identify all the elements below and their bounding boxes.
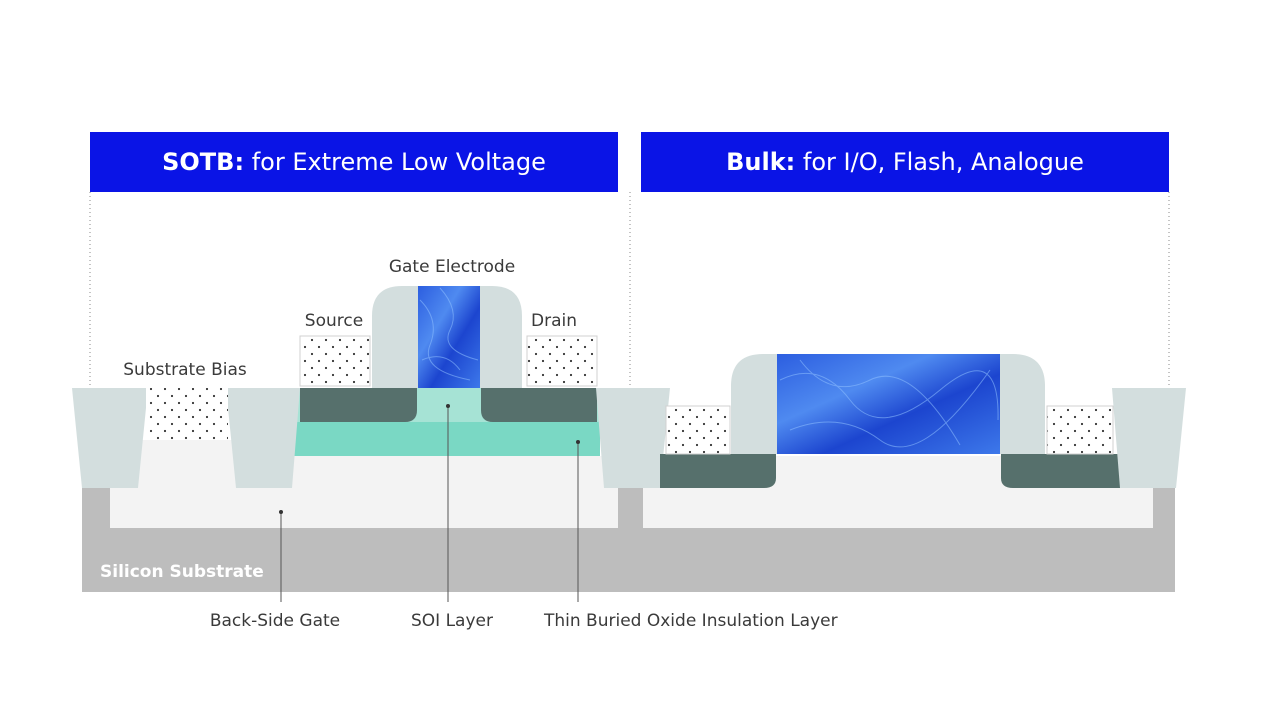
thin-buried-oxide-layer: [294, 420, 600, 456]
gate-spacer-left: [372, 286, 418, 388]
source-label: Source: [305, 311, 363, 331]
panel-guides: [89, 192, 1170, 388]
sotb-header-text: SOTB: for Extreme Low Voltage: [162, 148, 546, 176]
sti-block-4: [1112, 388, 1186, 488]
bulk-gate-spacer-left: [731, 354, 777, 454]
leader-dots: [279, 404, 580, 514]
sotb-drain-region: [481, 388, 597, 422]
bulk-header-bar: [641, 132, 1169, 192]
gate-electrode-label: Gate Electrode: [389, 257, 515, 277]
soi-layer-label: SOI Layer: [411, 611, 493, 631]
sti-block-3: [596, 388, 670, 488]
sti-block-2: [226, 388, 300, 488]
sotb-gate-texture: [419, 287, 479, 381]
bulk-gate-electrode: [777, 354, 1000, 454]
gate-spacer-right: [480, 286, 522, 388]
thin-buried-oxide-label: Thin Buried Oxide Insulation Layer: [543, 611, 838, 631]
sotb-header-bar: [90, 132, 618, 192]
bulk-drain-contact: [1046, 405, 1114, 455]
bulk-source-region: [660, 454, 776, 488]
drain-label: Drain: [531, 311, 577, 331]
silicon-substrate: [82, 488, 1175, 592]
sotb-header: SOTB: for Extreme Low Voltage: [90, 132, 618, 192]
bulk-header-rest: for I/O, Flash, Analogue: [795, 148, 1084, 176]
bulk-header-text: Bulk: for I/O, Flash, Analogue: [726, 148, 1084, 176]
back-side-gate-well: [110, 456, 618, 528]
bulk-gate-spacer-right: [1000, 354, 1045, 454]
bulk-header-bold: Bulk:: [726, 148, 795, 176]
sotb-gate-electrode: [418, 286, 480, 388]
sti-block-1: [72, 388, 148, 488]
sotb-source-region: [300, 388, 417, 422]
bulk-drain-region: [1001, 454, 1120, 488]
silicon-substrate-label: Silicon Substrate: [100, 562, 264, 582]
sotb-header-rest: for Extreme Low Voltage: [244, 148, 546, 176]
leader-lines: [280, 406, 579, 602]
source-contact: [299, 335, 371, 387]
bulk-source-contact: [665, 405, 731, 455]
substrate-bias-well: [140, 440, 235, 460]
back-side-gate-label: Back-Side Gate: [210, 611, 340, 631]
drain-contact: [526, 335, 598, 387]
bulk-header: Bulk: for I/O, Flash, Analogue: [641, 132, 1169, 192]
sotb-header-bold: SOTB:: [162, 148, 244, 176]
substrate-bias-contact: [146, 388, 228, 440]
substrate-bias-label: Substrate Bias: [123, 360, 247, 380]
bulk-gate-texture: [779, 359, 999, 448]
